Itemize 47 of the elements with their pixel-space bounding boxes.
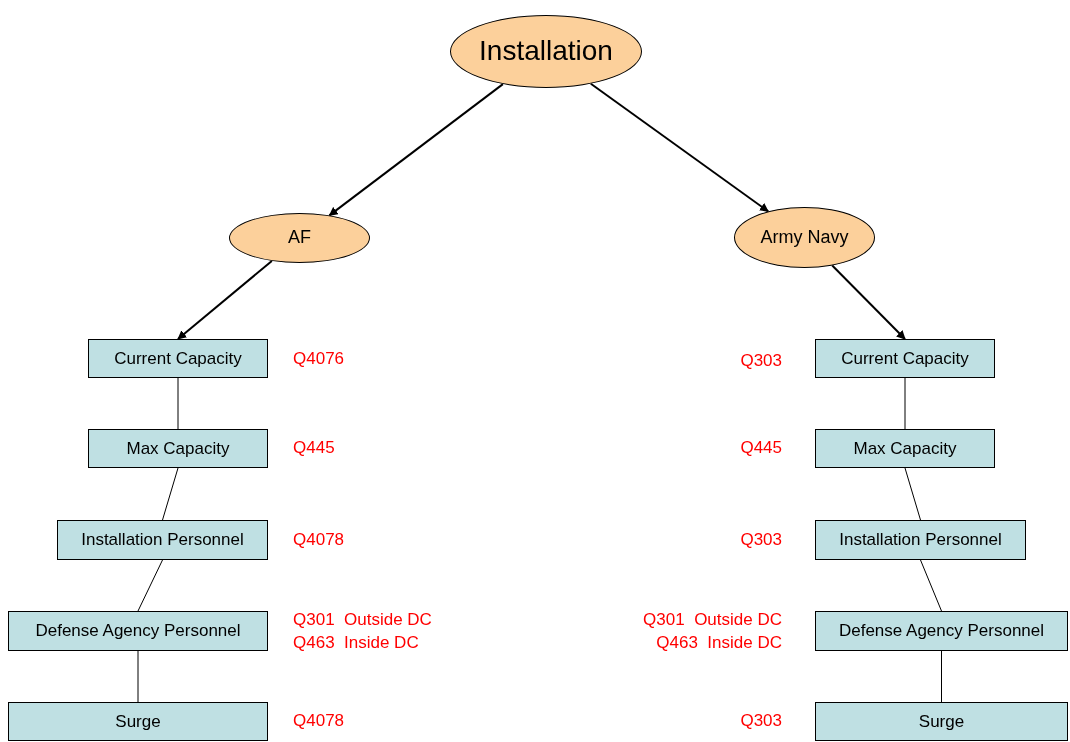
question-code: Q463 Inside DC [293,632,419,653]
question-code: Q4078 [293,529,345,550]
connector-line [162,467,179,521]
arrow [589,82,770,213]
node-label: AF [288,226,311,250]
question-code: Q4076 [293,348,345,369]
arrow [328,83,504,217]
connector-line [904,377,906,430]
connector-line [920,559,942,612]
connector-line [137,559,163,612]
process-box [815,702,1068,741]
arrow [177,260,273,340]
process-box [8,702,268,741]
process-box [815,429,995,468]
connector-line [941,650,942,703]
process-box [815,520,1026,560]
node-label: Installation Personnel [839,530,1002,550]
node-label: Installation Personnel [81,530,244,550]
node-label: Defense Agency Personnel [35,621,241,641]
node-label: Current Capacity [114,348,242,369]
connector-line [137,650,139,703]
connector-line [177,377,179,430]
question-code: Q301 Outside DC [643,609,782,630]
node-label: Defense Agency Personnel [838,621,1045,641]
node-label: Current Capacity [841,348,969,369]
process-box [8,611,268,651]
node-label: Max Capacity [853,438,957,459]
question-code: Q445 [293,437,335,458]
question-code: Q303 [740,350,782,371]
process-box [88,429,268,468]
process-box [57,520,268,560]
node-label: Max Capacity [126,438,230,459]
question-code: Q303 [740,529,782,550]
node-label: Surge [918,711,965,732]
question-code: Q303 [740,710,782,731]
process-box [815,611,1068,651]
node-label: Surge [115,711,161,732]
process-box [815,339,995,378]
question-code: Q463 Inside DC [656,632,782,653]
question-code: Q445 [740,437,782,458]
process-box [88,339,268,378]
arrow [831,264,906,340]
node-label: Installation [479,34,613,69]
node-label: Army Navy [760,225,849,249]
connector-line [904,467,921,521]
question-code: Q4078 [293,710,345,731]
question-code: Q301 Outside DC [293,609,432,630]
